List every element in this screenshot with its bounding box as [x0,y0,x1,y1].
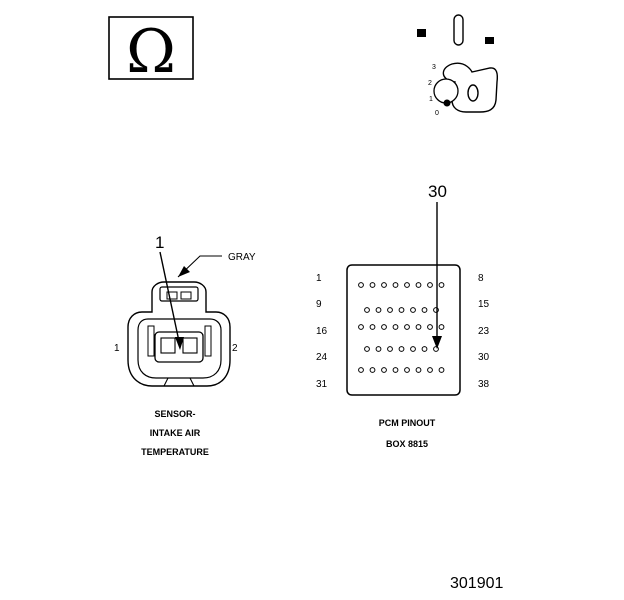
sensor-connector: 1 GRAY 1 2 SENSOR- INTAKE AIR TEMPERATUR… [114,233,256,457]
pcm-pin-2 [369,282,376,288]
pcm-pin-22 [427,324,433,330]
indicator-center [453,14,464,46]
pcm-pin-20 [404,324,410,330]
pcm-callout-number: 30 [428,182,447,201]
pcm-pin-29 [421,346,428,352]
pcm-pin-9 [364,307,370,313]
pcm-pin-28 [410,346,416,352]
pcm-pin-31 [358,367,364,373]
pcm-caption-line-2: BOX 8815 [386,439,428,449]
ohmmeter-symbol: Ω [108,16,194,87]
pcm-pin-19 [392,324,399,330]
key-position-3: 3 [432,64,436,71]
pcm-pin-5 [404,282,410,288]
pcm-pin-32 [369,367,376,373]
pcm-pinout: 30 1 8 9 15 16 23 24 30 31 38 PCM PINOUT… [316,182,490,449]
pcm-pin-16 [358,324,364,330]
pcm-pin-7 [427,282,433,288]
pcm-pin-24 [364,346,370,352]
key-icon [433,62,499,113]
pcm-pin-18 [381,324,387,330]
pcm-pin-35 [404,367,410,373]
figure-number: 301901 [450,575,503,592]
pcm-pin-12 [398,307,405,313]
sensor-caption-line-2: INTAKE AIR [150,428,201,438]
pcm-row-2-right: 15 [478,299,490,310]
pcm-pin-33 [381,367,387,373]
pcm-pin-3 [381,282,387,288]
pcm-pin-4 [392,282,399,288]
sensor-pin-2-label: 2 [232,343,238,354]
pcm-pin-26 [387,346,393,352]
key-position-2: 2 [428,80,432,87]
pcm-connector-body [346,264,461,396]
pcm-row-1-left: 1 [316,273,322,284]
sensor-callout-number: 1 [155,233,164,252]
pcm-pin-14 [421,307,428,313]
pcm-row-5-left: 31 [316,379,328,390]
pcm-pin-37 [427,367,433,373]
pcm-pin-17 [369,324,376,330]
pcm-row-4-left: 24 [316,352,328,363]
pcm-row-3-left: 16 [316,326,328,337]
indicator-right [485,37,494,44]
key-position-0: 0 [435,110,439,117]
pcm-row-5-right: 38 [478,379,490,390]
pcm-pin-30 [433,346,439,352]
sensor-caption-line-3: TEMPERATURE [141,447,209,457]
pcm-pin-8 [438,282,445,288]
pcm-row-2-left: 9 [316,299,322,310]
ohmmeter-box [108,16,194,80]
pcm-row-3-right: 23 [478,326,490,337]
pcm-pin-11 [387,307,393,313]
key-position-1: 1 [429,96,433,103]
pcm-pin-6 [415,282,422,288]
pcm-row-4-right: 30 [478,352,490,363]
indicator-left [417,29,426,37]
pcm-caption-line-1: PCM PINOUT [379,418,436,428]
pcm-pin-25 [375,346,382,352]
pcm-pin-13 [410,307,416,313]
pcm-row-1-right: 8 [478,273,484,284]
pcm-pin-27 [398,346,405,352]
pcm-pin-1 [358,282,364,288]
gray-wire-label: GRAY [228,252,256,263]
sensor-caption-line-1: SENSOR- [154,409,195,419]
ignition-key-symbol: 3 2 1 0 [417,14,499,117]
pcm-pin-15 [433,307,439,313]
pcm-pin-23 [438,324,445,330]
pcm-pin-21 [415,324,422,330]
pcm-pin-grid [358,282,445,373]
pcm-pin-38 [438,367,445,373]
pcm-pin-34 [392,367,399,373]
omega-icon: Ω [126,17,176,87]
pcm-pin-10 [375,307,382,313]
pcm-pin-36 [415,367,422,373]
sensor-pin-1-label: 1 [114,343,120,354]
